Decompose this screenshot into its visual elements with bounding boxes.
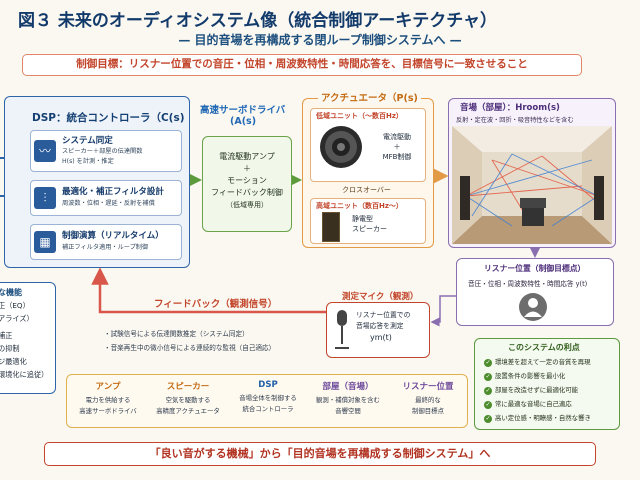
left-function-panel: な機能 正（EQ） アライズ） 補正 の抑制 ジ最適化 環境化に追従） [0, 282, 56, 394]
dsp-block-heading: 制御演算（リアルタイム） [62, 231, 164, 241]
summary-line: 高速サーボドライバ [79, 407, 137, 415]
dsp-block-heading: 最適化・補正フィルタ設計 [62, 187, 164, 197]
room-illustration [452, 126, 612, 244]
left-panel-item: 正（EQ） [0, 301, 30, 310]
amp-line: フィードバック制御 [211, 188, 283, 197]
summary-line: 電力を供給する [85, 396, 131, 404]
benefit-item: ✓設置条件の影響を最小化 [484, 372, 566, 381]
amp-line: （低域専用） [226, 201, 268, 209]
summary-line: 観測・補償対象を含む [316, 396, 380, 404]
dsp-block-line: H(s) を計測・推定 [62, 158, 114, 165]
summary-heading: リスナー位置 [402, 382, 454, 392]
control-goal-box: 制御目標：リスナー位置での音圧・位相・周波数特性・時間応答を、目標信号に一致させ… [22, 54, 582, 76]
check-icon: ✓ [484, 401, 492, 409]
mic-desc: リスナー位置での 音場応答を測定 ym(t) [356, 310, 410, 343]
summary-speaker: スピーカー 空気を駆動する 高精度アクチュエータ [148, 380, 228, 417]
amp-line: ＋ [243, 164, 251, 173]
summary-room: 部屋（音場） 観測・補償対象を含む 音響空間 [308, 380, 388, 417]
amp-label: 高速サーボドライバ [200, 105, 286, 116]
chip-icon: ▦ [34, 231, 56, 253]
low-unit-line: ＋ [393, 143, 401, 151]
dsp-block-heading: システム同定 [62, 136, 113, 146]
amp-line: 電流駆動アンプ [219, 152, 275, 161]
low-unit-line: 電流駆動 [383, 133, 411, 141]
listener-desc: 音圧・位相・周波数特性・時間応答 y(t) [468, 280, 588, 288]
benefit-item: ✓部屋を改造せずに最適化可能 [484, 386, 579, 395]
dsp-block-line: 周波数・位相・遅延・反射を補償 [62, 200, 155, 207]
mic-title: 測定マイク（観測） [340, 290, 421, 302]
low-unit-title: 低域ユニット（〜数百Hz） [316, 112, 403, 120]
check-icon: ✓ [484, 359, 492, 367]
feedback-arrow [91, 267, 326, 314]
summary-line: 制御目標点 [412, 407, 444, 415]
mic-line: ym(t) [370, 333, 392, 342]
high-unit-line: 静電型 [352, 215, 373, 223]
microphone-icon [335, 310, 349, 349]
conclusion-banner: 「良い音がする機械」から「目的音場を再構成する制御システム」へ [44, 442, 596, 466]
summary-line: 最終的な [415, 396, 441, 404]
summary-heading: アンプ [95, 382, 121, 392]
component-summary-row [66, 374, 468, 428]
summary-dsp: DSP 音場全体を制御する 統合コントローラ [228, 380, 308, 415]
low-unit-line: MFB制御 [382, 153, 412, 161]
left-panel-title: な機能 [0, 288, 22, 297]
mic-line: リスナー位置での [356, 311, 411, 319]
woofer-icon [320, 126, 362, 168]
feedback-note: ・試験信号による伝達関数推定（システム同定） [104, 330, 249, 338]
benefits-title: このシステムの利点 [508, 343, 580, 352]
low-unit-desc: 電流駆動 ＋ MFB制御 [374, 132, 420, 162]
left-panel-item: ジ最適化 [0, 357, 27, 366]
listener-to-mic-arrow [430, 295, 456, 327]
electrostatic-panel-icon [322, 212, 340, 242]
high-unit-title: 高域ユニット（数百Hz〜） [316, 202, 403, 210]
high-unit-line: スピーカー [352, 225, 387, 233]
waveform-icon: 〰 [34, 140, 56, 162]
room-desc: 反射・定在波・回折・吸音特性などを含む [456, 117, 574, 124]
amp-block: 電流駆動アンプ ＋ モーション フィードバック制御 （低域専用） [202, 136, 292, 232]
page-subtitle: — 目的音場を再構成する閉ループ制御システムへ — [178, 33, 462, 47]
left-panel-item: アライズ） [0, 314, 34, 323]
actuator-title: アクチュエータ（P(s) [318, 90, 421, 104]
amp-sublabel: (A(s) [230, 116, 257, 127]
summary-heading: 部屋（音場） [322, 382, 374, 392]
summary-line: 音響空間 [335, 407, 361, 415]
check-icon: ✓ [484, 415, 492, 423]
dsp-title: DSP：統合コントローラ（C(s) [32, 112, 185, 124]
check-icon: ✓ [484, 373, 492, 381]
listener-title: リスナー位置（制御目標点） [484, 264, 586, 273]
summary-amp: アンプ 電力を供給する 高速サーボドライバ [68, 380, 148, 417]
benefit-item: ✓常に最適な音場に自己適応 [484, 400, 572, 409]
summary-line: 高精度アクチュエータ [156, 407, 220, 415]
feedback-label: フィードバック（観測信号） [154, 299, 278, 310]
check-icon: ✓ [484, 387, 492, 395]
summary-heading: DSP [258, 380, 278, 390]
benefits-panel [474, 338, 620, 430]
person-icon [519, 293, 547, 321]
left-panel-item: 補正 [0, 331, 13, 340]
crossover-label: クロスオーバー [342, 186, 391, 194]
benefit-item: ✓高い定位感・明瞭感・自然な響き [484, 414, 591, 423]
page-title: 図３ 未来のオーディオシステム像（統合制御アーキテクチャ） [18, 11, 498, 31]
mic-line: 音場応答を測定 [356, 322, 404, 330]
amp-line: モーション [227, 176, 267, 185]
benefit-item: ✓環境差を超えて一定の音質を再現 [484, 358, 591, 367]
left-panel-item: 環境化に追従） [0, 370, 49, 379]
left-panel-item: の抑制 [0, 344, 20, 353]
room-title: 音場（部屋）：Hroom(s) [460, 103, 560, 113]
summary-heading: スピーカー [166, 382, 210, 392]
dsp-block-line: スピーカー＋部屋の伝達関数 [62, 148, 143, 155]
feedback-note: ・音楽再生中の微小信号による連続的な監視（自己適応） [104, 344, 276, 352]
summary-line: 統合コントローラ [242, 405, 294, 413]
summary-listener: リスナー位置 最終的な 制御目標点 [388, 380, 468, 417]
sliders-icon: ⫶ [34, 187, 56, 209]
summary-line: 音場全体を制御する [239, 394, 297, 402]
summary-line: 空気を駆動する [165, 396, 211, 404]
high-unit-desc: 静電型 スピーカー [352, 214, 387, 234]
dsp-block-line: 補正フィルタ適用・ループ制御 [62, 244, 149, 251]
